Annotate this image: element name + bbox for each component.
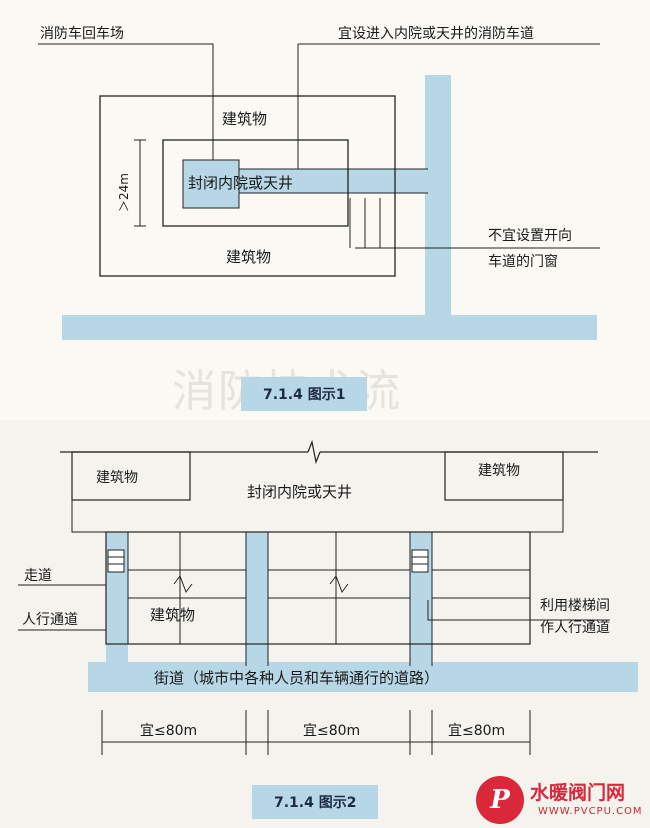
stair-label-line1: 利用楼梯间 xyxy=(540,598,610,614)
spacing-label-3: 宜≤80m xyxy=(448,723,505,739)
spacing-dimensions xyxy=(101,710,531,755)
stair-label-line2: 作人行通道 xyxy=(540,620,610,636)
pedestrian-label: 人行通道 xyxy=(22,612,78,628)
courtyard-fill xyxy=(183,160,239,208)
stair-icon-left xyxy=(107,549,125,573)
courtyard-label: 封闭内院或天井 xyxy=(188,174,293,192)
courtyard-label-2: 封闭内院或天井 xyxy=(247,483,352,501)
street-label: 街道（城市中各种人员和车辆通行的道路） xyxy=(154,669,439,687)
spacing-label-2: 宜≤80m xyxy=(303,723,360,739)
road-vertical xyxy=(425,75,451,318)
building-center-label: 建筑物 xyxy=(150,606,195,624)
figure-1-diagram: 消防车回车场 宜设进入内院或天井的消防车道 建筑物 建筑物 封闭内院或天井 ＞2… xyxy=(38,25,600,340)
access-lane-label: 宜设进入内院或天井的消防车道 xyxy=(338,25,534,42)
site-logo: P 水暖阀门网 WWW.PVCPU.COM xyxy=(476,776,646,824)
inner-building-outline xyxy=(162,139,349,227)
logo-url: WWW.PVCPU.COM xyxy=(538,806,643,817)
no-door-hatch xyxy=(349,198,381,248)
street-road xyxy=(88,662,638,692)
spacing-label-1: 宜≤80m xyxy=(140,723,197,739)
no-door-label-line1: 不宜设置开向 xyxy=(488,228,572,244)
connector-left xyxy=(71,500,110,533)
break-marks xyxy=(173,574,349,594)
road-horizontal xyxy=(62,315,597,340)
no-door-label-line2: 车道的门窗 xyxy=(488,253,558,270)
stair-leader xyxy=(427,600,610,621)
courtyard-outline xyxy=(182,159,240,209)
figure-1-caption: 7.1.4 图示1 xyxy=(241,377,368,411)
figure-2-panel: 建筑物 建筑物 封闭内院或天井 走道 人行通道 建筑物 利用楼梯间 作人行通道 … xyxy=(0,420,650,828)
stair-icon-right xyxy=(411,549,429,573)
logo-title: 水暖阀门网 xyxy=(530,782,626,804)
passage-center xyxy=(246,532,268,666)
turnaround-label: 消防车回车场 xyxy=(40,25,124,42)
dimension-marker xyxy=(134,139,146,227)
building-top-right xyxy=(444,451,564,501)
figure-2-diagram: 建筑物 建筑物 封闭内院或天井 走道 人行通道 建筑物 利用楼梯间 作人行通道 … xyxy=(18,439,638,755)
building-bottom-label: 建筑物 xyxy=(226,248,271,266)
turnaround-leader xyxy=(38,43,214,160)
figure-1-panel: 消防车回车场 宜设进入内院或天井的消防车道 建筑物 建筑物 封闭内院或天井 ＞2… xyxy=(38,25,600,417)
connector-right xyxy=(530,500,564,533)
building-interior-lines xyxy=(127,532,530,666)
building-top-right-label: 建筑物 xyxy=(478,463,520,479)
corridor-label: 走道 xyxy=(24,568,52,584)
logo-mark-icon: P xyxy=(476,776,524,824)
outer-building-outline xyxy=(99,95,396,277)
figure-2-caption: 7.1.4 图示2 xyxy=(252,785,379,819)
building-top-label: 建筑物 xyxy=(222,110,267,128)
building-top-left-label: 建筑物 xyxy=(96,470,138,486)
building-block xyxy=(105,531,531,645)
building-top-left xyxy=(71,451,191,501)
dimension-label: ＞24m xyxy=(117,173,131,212)
